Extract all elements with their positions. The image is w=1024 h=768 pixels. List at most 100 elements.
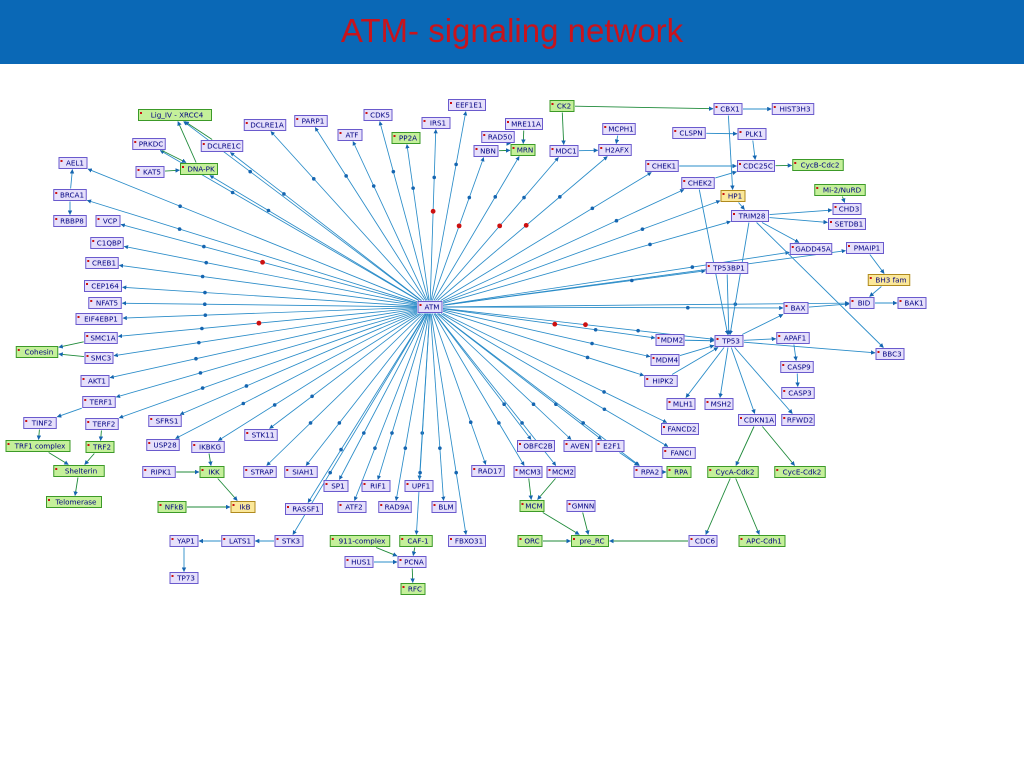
node-label: Telomerase (55, 498, 98, 507)
edge-dot (432, 175, 437, 180)
node-label: PARP1 (302, 117, 325, 126)
node-label: ATF (346, 131, 359, 140)
node-box (473, 145, 499, 157)
node-sp1: SP1 (323, 480, 349, 492)
node-marker (90, 300, 93, 302)
node-marker (515, 469, 518, 471)
node-label: RFC (408, 585, 422, 594)
edge-tp53-cdkn1a (730, 347, 756, 414)
node-label: MLH1 (673, 400, 693, 409)
node-label: SIAH1 (292, 468, 314, 477)
node-dnapk: DNA-PK (180, 163, 218, 175)
node-mdc1: MDC1 (549, 145, 579, 157)
node-marker (202, 143, 205, 145)
edge-mdm4-tp53 (679, 344, 715, 356)
edge-dnapk-lig4 (177, 121, 197, 163)
node-box (344, 556, 374, 568)
node-label: CAF-1 (407, 537, 428, 546)
edge-dot (202, 244, 206, 249)
edge-dot (362, 431, 366, 435)
node-prkdc: PRKDC (132, 138, 166, 150)
node-box (780, 361, 814, 373)
node-label: Shelterin (65, 467, 97, 476)
node-label: HIST3H3 (779, 105, 810, 114)
node-creb1: CREB1 (85, 257, 119, 269)
node-cohesin: Cohesin (15, 346, 59, 358)
node-marker (716, 338, 719, 340)
node-label: CycB-Cdc2 (801, 161, 840, 170)
node-atf2: ATF2 (337, 501, 367, 513)
edge-atm-cep164 (122, 285, 418, 307)
edge-atm-mdc1 (435, 157, 559, 301)
edge-dot (202, 302, 207, 307)
edge-dot (198, 371, 203, 375)
node-label: PMAIP1 (854, 244, 880, 253)
node-mi2: Mi-2/NuRD (814, 184, 866, 196)
node-label: 911-complex (339, 537, 387, 546)
node-marker (674, 130, 677, 132)
node-box (776, 332, 810, 344)
node-box (243, 119, 287, 131)
edge-atm-blm (430, 313, 446, 501)
edge-dot (177, 227, 182, 231)
node-box (517, 535, 543, 547)
node-marker (77, 316, 80, 318)
node-mcm: MCM (519, 500, 545, 512)
edge-terf2-trf2 (98, 430, 104, 441)
node-marker (232, 504, 235, 506)
node-ael1: AEL1 (58, 157, 88, 169)
edge-atm-siah1 (305, 313, 426, 466)
node-label: LATS1 (229, 537, 251, 546)
node-rfwd2: RFWD2 (781, 414, 815, 426)
edge-atm-sp1 (339, 313, 427, 480)
edge-dot (203, 313, 208, 317)
node-atm: ATM (417, 301, 443, 313)
edge-dot (311, 177, 316, 181)
node-label: TP73 (176, 574, 195, 583)
node-marker (17, 349, 20, 351)
node-rad9a: RAD9A (378, 501, 412, 513)
node-label: DCLRE1A (250, 121, 284, 130)
node-marker (55, 218, 58, 220)
node-yap1: YAP1 (169, 535, 199, 547)
node-label: CLSPN (679, 129, 702, 138)
node-marker (7, 443, 10, 445)
node-marker (722, 193, 725, 195)
node-box (85, 257, 119, 269)
node-marker (657, 337, 660, 339)
node-label: UPF1 (412, 482, 430, 491)
node-label: CHEK2 (688, 179, 712, 188)
node-label: RBBP8 (60, 217, 84, 226)
node-label: ATM (425, 303, 440, 312)
edge-terf1-tinf2 (56, 407, 82, 418)
node-marker (709, 469, 712, 471)
node-label: PRKDC (139, 140, 164, 149)
edge-mcm3-mcm (528, 478, 533, 500)
node-marker (182, 166, 184, 168)
node-marker (92, 240, 95, 242)
edge-cdkn1a-cycecdk2 (762, 426, 795, 466)
node-mre11a: MRE11A (505, 118, 543, 130)
node-box (132, 138, 166, 150)
edge-dot (204, 260, 209, 265)
edge-dot (371, 184, 376, 188)
node-label: SP1 (331, 482, 344, 491)
node-label: DCLRE1C (207, 142, 241, 151)
node-box (146, 439, 180, 451)
edge-dot (593, 327, 598, 332)
node-marker (869, 277, 872, 279)
node-box (666, 398, 696, 410)
node-box (5, 440, 71, 452)
node-box (731, 210, 769, 222)
node-label: PP2A (399, 134, 417, 143)
node-marker (475, 148, 478, 150)
edge-dot (344, 174, 348, 178)
edge-dot (373, 446, 377, 450)
edge-tp53bp1-tp53 (726, 274, 731, 335)
node-mcph1: MCPH1 (602, 123, 636, 135)
phospho-marker (552, 321, 558, 327)
node-marker (548, 469, 551, 471)
node-label: BLM (438, 503, 453, 512)
node-marker (450, 538, 452, 540)
edge-dot (403, 446, 408, 450)
